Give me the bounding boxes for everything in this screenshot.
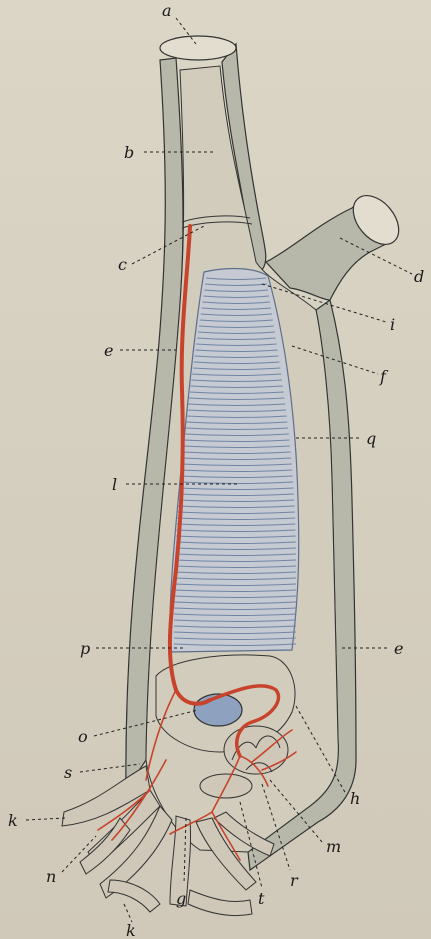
- siphon-a-opening: [160, 36, 236, 60]
- label-g: g: [176, 889, 186, 908]
- label-c1: c: [118, 255, 127, 274]
- label-n: n: [46, 867, 56, 886]
- label-r: r: [290, 871, 299, 890]
- label-k2: k: [126, 921, 136, 939]
- label-e2: e: [394, 639, 403, 658]
- label-o: o: [78, 727, 88, 746]
- label-q: q: [366, 429, 376, 448]
- label-d: d: [414, 267, 424, 286]
- label-t: t: [258, 889, 265, 908]
- label-f: f: [379, 367, 389, 386]
- label-k1: k: [8, 811, 18, 830]
- label-i: i: [390, 315, 395, 334]
- leader-k1: [26, 818, 66, 820]
- leader-k2: [124, 904, 132, 922]
- label-l: l: [112, 475, 117, 494]
- label-s: s: [64, 763, 72, 782]
- label-a: a: [162, 1, 172, 20]
- label-p: p: [80, 639, 90, 658]
- label-m: m: [326, 837, 341, 856]
- label-b: b: [124, 143, 134, 162]
- label-h: h: [350, 789, 360, 808]
- label-e1: e: [104, 341, 113, 360]
